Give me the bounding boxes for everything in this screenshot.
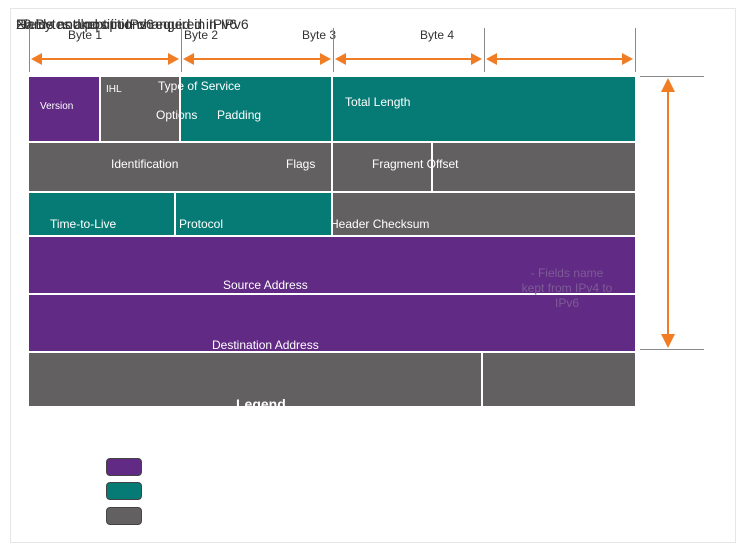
destination-address-field: Destination Address: [28, 294, 636, 352]
header-length-arrow: [661, 78, 675, 348]
identification-label: Identification: [111, 157, 179, 171]
padding-label: Padding: [217, 108, 262, 122]
checksum-field: [332, 192, 636, 236]
checksum-label: Header Checksum: [330, 217, 430, 231]
byte-3-arrow: [335, 53, 482, 65]
protocol-field: Protocol: [175, 192, 332, 236]
fragment-offset-label: Fragment Offset: [372, 157, 459, 171]
destination-address-label: Destination Address: [212, 338, 319, 352]
legend-swatch-teal: [106, 482, 142, 500]
tos-label: Type of Service: [158, 79, 241, 93]
options-field-row: [28, 352, 482, 407]
ttl-field: Time-to-Live: [28, 192, 175, 236]
byte-4-arrow: [486, 53, 633, 65]
source-address-label: Source Address: [223, 278, 308, 292]
legend-title: Legend: [236, 396, 286, 412]
source-address-field: Source Address: [28, 236, 636, 294]
byte-tick-1: [181, 28, 182, 72]
title-line-1: 20 Bytes and options required in IPv6: [16, 16, 249, 32]
byte-tick-2: [333, 28, 334, 72]
byte-4-label: Byte 4: [420, 28, 455, 42]
legend-swatch-gray: [106, 507, 142, 525]
fragment-offset-right: [432, 142, 636, 192]
legend-swatch-purple: [106, 458, 142, 476]
ihl-field: IHL: [100, 76, 180, 142]
fields-kept-note: - Fields name kept from IPv4 to IPv6: [521, 266, 613, 310]
byte-2-label: Byte 2: [184, 28, 219, 42]
byte-tick-4: [635, 28, 636, 72]
byte-3-label: Byte 3: [302, 28, 337, 42]
figure-frame: [10, 8, 736, 543]
options-label: Options: [156, 108, 198, 122]
byte-1-arrow: [31, 53, 179, 65]
bottom-extent-line: [640, 349, 704, 350]
version-label: Version: [40, 101, 74, 112]
ihl-label: IHL: [106, 84, 122, 95]
ttl-label: Time-to-Live: [50, 217, 117, 231]
byte-2-arrow: [183, 53, 331, 65]
padding-field-row: [482, 352, 636, 407]
byte-tick-3: [484, 28, 485, 72]
total-length-field: Total Length: [332, 76, 636, 142]
identification-field: Identification Flags: [28, 142, 332, 192]
byte-tick-0: [29, 28, 30, 72]
top-extent-line: [640, 76, 704, 77]
title-line-2: Fields not kept in IPv6: [16, 16, 154, 32]
fragment-offset-field: [332, 142, 432, 192]
total-length-label: Total Length: [345, 95, 411, 109]
flags-label: Flags: [286, 157, 316, 171]
version-field: Version: [28, 76, 100, 142]
tos-field: [180, 76, 332, 142]
byte-1-label: Byte 1: [68, 28, 103, 42]
protocol-label: Protocol: [179, 217, 224, 231]
